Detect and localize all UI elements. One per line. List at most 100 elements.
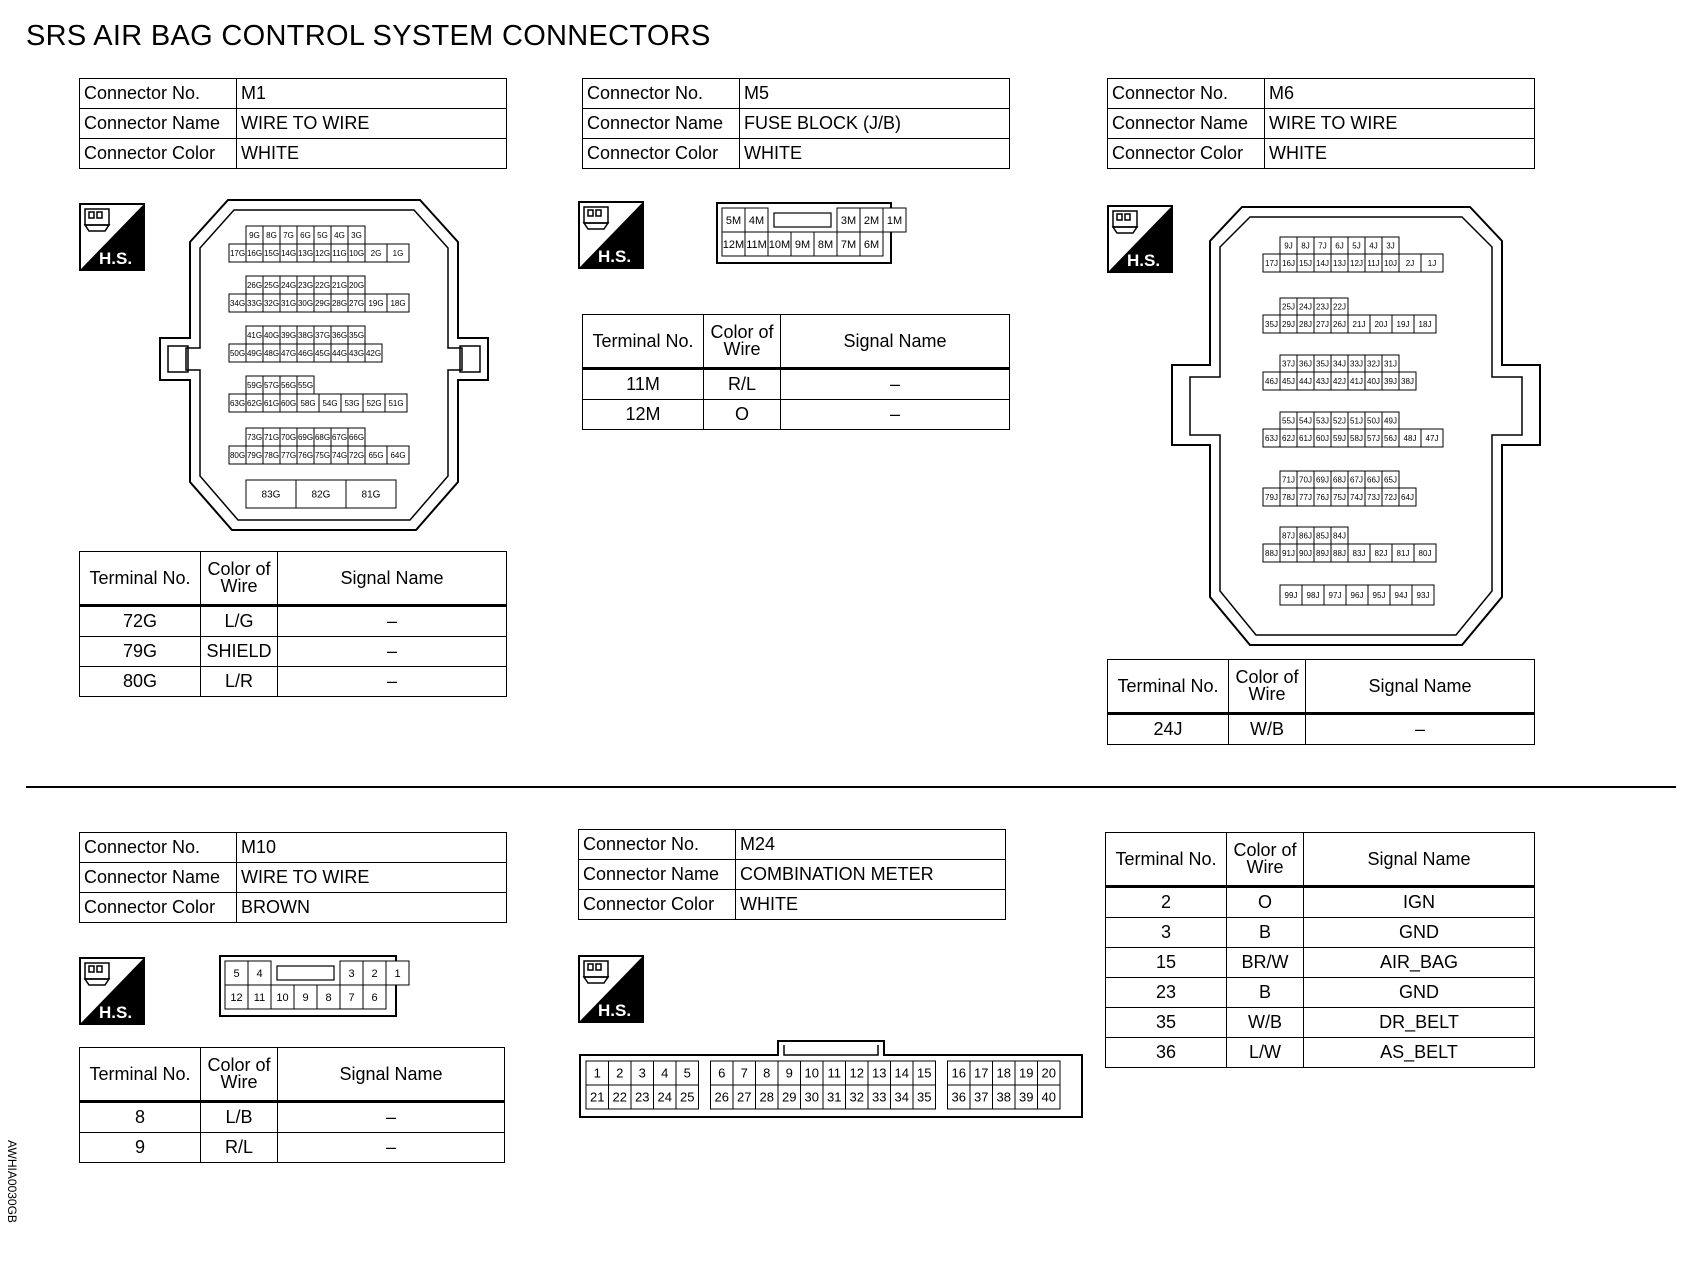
cavity-label: 2J (1406, 259, 1414, 268)
cavity-label: 5J (1352, 241, 1360, 250)
cavity-label: 58G (300, 399, 315, 408)
cavity-label: 4J (1369, 241, 1377, 250)
header-color-of-wire-line1: Color of (710, 322, 774, 342)
cavity-label: 6G (300, 231, 311, 240)
value-connector-no: M1 (236, 78, 507, 109)
cavity-label: 36G (332, 331, 347, 340)
value-connector-color: WHITE (1264, 138, 1535, 169)
cavity-label: 96J (1351, 591, 1364, 600)
cavity-label: 3 (348, 968, 354, 980)
cavity-label: 51G (388, 399, 403, 408)
terminal-no: 2 (1105, 886, 1227, 918)
cavity-label: 49J (1384, 416, 1397, 425)
cavity-label: 23J (1316, 302, 1329, 311)
cavity-label: 95J (1373, 591, 1386, 600)
cavity (859, 231, 884, 257)
cavity (385, 960, 410, 986)
cavity-label: 25G (264, 281, 279, 290)
figure-code: AWHIA0030GB (5, 1140, 19, 1223)
cavity (1398, 487, 1417, 507)
cavity (1413, 543, 1437, 563)
cavity-label: 17J (1265, 259, 1278, 268)
cavity-label: 18 (997, 1066, 1011, 1081)
cavity-label: 60J (1316, 434, 1329, 443)
cavity-label: 68J (1333, 475, 1346, 484)
cavity-label: 40 (1042, 1090, 1056, 1105)
cavity-label: 64G (390, 451, 405, 460)
cavity-label: 76G (298, 451, 313, 460)
cavity-label: 38 (997, 1090, 1011, 1105)
cavity (384, 393, 408, 413)
cavity-label: 3G (351, 231, 362, 240)
cavity-label: 66G (349, 433, 364, 442)
cavity-label: 10G (349, 249, 364, 258)
hs-badge-m10: H.S. (79, 957, 145, 1025)
header-color-of-wire-line2: Wire (1246, 857, 1284, 877)
cavity-label: 94J (1395, 591, 1408, 600)
hs-badge-m6: H.S. (1107, 205, 1173, 273)
cavity-label: 6J (1335, 241, 1343, 250)
cavity-label: 1J (1428, 259, 1436, 268)
cavity-label: 70G (281, 433, 296, 442)
cavity-label: 16J (1282, 259, 1295, 268)
cavity-label: 17 (974, 1066, 988, 1081)
cavity-label: 37 (974, 1090, 988, 1105)
signal-name: – (277, 1101, 505, 1133)
label-connector-name: Connector Name (79, 108, 237, 139)
cavity-label: 82J (1375, 549, 1388, 558)
terminal-no: 9 (79, 1132, 201, 1163)
signal-name: – (277, 1132, 505, 1163)
cavity-label: 5M (726, 215, 741, 227)
cavity-label: 52G (366, 399, 381, 408)
cavity-label: 63G (230, 399, 245, 408)
value-connector-name: WIRE TO WIRE (236, 862, 507, 893)
cavity-label: 98J (1307, 591, 1320, 600)
cavity-label: 57J (1367, 434, 1380, 443)
signal-name: DR_BELT (1303, 1007, 1535, 1038)
cavity-label: 77G (281, 451, 296, 460)
terminal-no: 15 (1105, 947, 1227, 978)
cavity (245, 479, 297, 509)
cavity-label: 11J (1367, 259, 1379, 268)
cavity-label: 65G (368, 451, 383, 460)
cavity-label: 57G (264, 381, 279, 390)
cavity-label: 67J (1350, 475, 1363, 484)
cavity-label: 34G (230, 299, 245, 308)
cavity (882, 207, 907, 233)
cavity-label: 8J (1301, 241, 1309, 250)
wire-color: R/L (200, 1132, 278, 1163)
hs-label: H.S. (1127, 251, 1160, 270)
cavity-label: 15 (917, 1066, 931, 1081)
cavity-label: 61G (264, 399, 279, 408)
label-connector-no: Connector No. (79, 832, 237, 863)
cavity-label: 97J (1329, 591, 1342, 600)
value-connector-color: WHITE (739, 138, 1010, 169)
cavity-label: 82G (312, 490, 331, 501)
cavity-label: 27 (737, 1090, 751, 1105)
cavity-label: 78J (1282, 493, 1295, 502)
cavity-label: 15G (264, 249, 279, 258)
cavity-label: 3M (841, 215, 856, 227)
cavity-label: 7J (1318, 241, 1326, 250)
value-connector-no: M6 (1264, 78, 1535, 109)
cavity-label: 28 (760, 1090, 774, 1105)
hs-label: H.S. (598, 1001, 631, 1020)
cavity-label: 6 (718, 1066, 725, 1081)
cavity-label: 55J (1282, 416, 1295, 425)
cavity-label: 63J (1265, 434, 1278, 443)
